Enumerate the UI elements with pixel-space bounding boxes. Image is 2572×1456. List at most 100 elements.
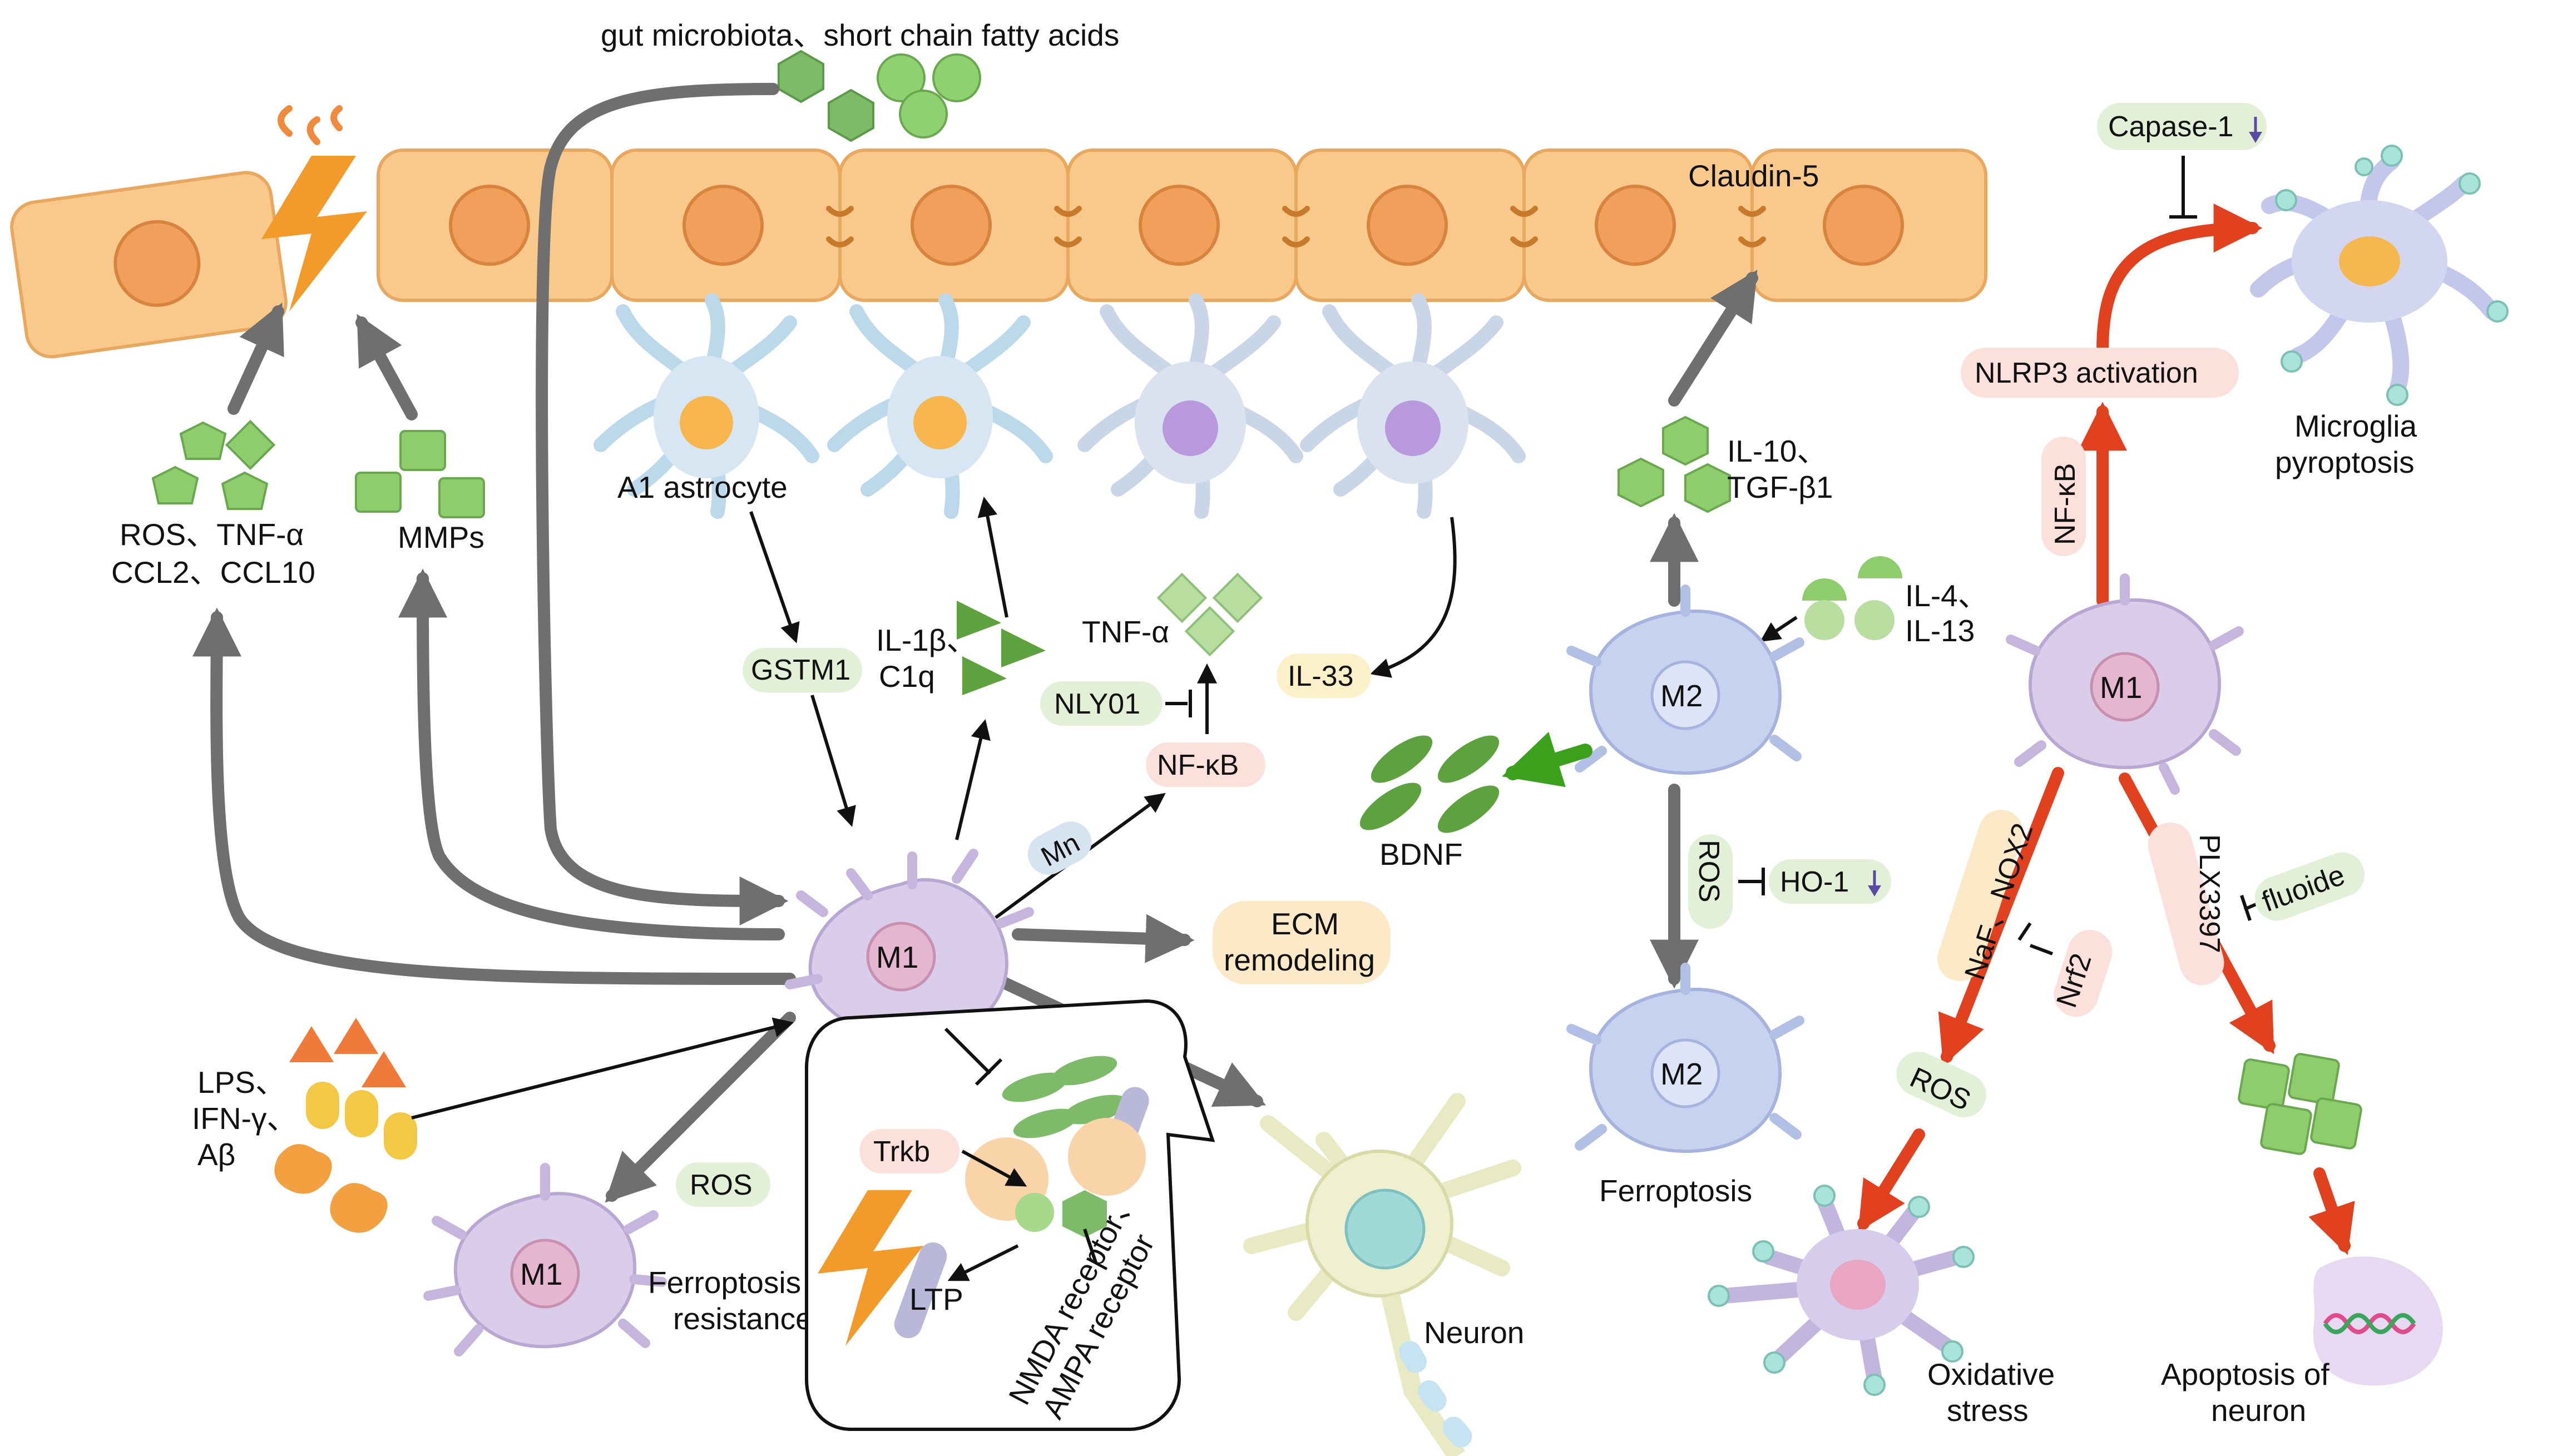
lps-to-m1-arrow — [411, 1017, 794, 1120]
nly01-label: NLY01 — [1054, 688, 1140, 720]
cytokine-particles-left — [151, 419, 276, 510]
trkb-pill — [859, 1129, 959, 1173]
il4-label-2: IL-13 — [1905, 613, 1975, 648]
ros-vertical-label: ROS — [1693, 840, 1725, 903]
il33-pill — [1277, 653, 1371, 698]
il33-label: IL-33 — [1288, 660, 1354, 692]
nly01-pill — [1040, 681, 1163, 726]
apoptosis-label-1: Apoptosis of — [2161, 1357, 2329, 1391]
grey-pathway-arrows — [192, 83, 1266, 1203]
lps-label-2: IFN-γ、 — [192, 1101, 297, 1136]
endothelial-cell — [1066, 148, 1298, 302]
m1-to-ros-right-arrow — [1938, 767, 2064, 1066]
nrf2-inhibition-mark — [2017, 922, 2054, 955]
nly01-inhibition-mark — [1165, 690, 1192, 717]
apoptosis-label-2: neuron — [2211, 1393, 2306, 1428]
ecm-label-2: remodeling — [1224, 943, 1375, 977]
down-arrow-icon — [2249, 117, 2262, 143]
astrocyte-to-gstm1-arrow — [749, 511, 800, 643]
plx3397-pill — [2148, 822, 2224, 985]
lightning-icon — [818, 1190, 923, 1346]
oxidative-label-2: stress — [1947, 1393, 2029, 1428]
bdnf-label: BDNF — [1379, 837, 1463, 871]
down-arrow-icon — [1868, 870, 1881, 897]
capase1-label: Capase-1 — [2108, 111, 2233, 143]
endothelial-cell — [377, 148, 614, 302]
astrocyte-cell — [827, 293, 1053, 519]
gut-microbiota-particles — [778, 49, 981, 142]
astrocyte-cell — [593, 293, 819, 519]
microglia-pyroptosis-label-1: Microglia — [2294, 409, 2417, 443]
bdnf-particles — [1359, 735, 1500, 833]
naf-nox2-pill — [1937, 809, 2024, 982]
c1q-label: C1q — [879, 659, 935, 694]
endothelial-cell — [1750, 148, 1987, 302]
mmps-label: MMPs — [398, 520, 484, 554]
tnfa-center-label: TNF-α — [1082, 615, 1169, 649]
m1-to-il1b-arrow — [955, 719, 991, 840]
m2-microglia-top — [1566, 585, 1804, 775]
receptor-to-ltp-arrow — [947, 1244, 1019, 1281]
lightning-icon — [261, 156, 367, 311]
lps-label-3: Aβ — [197, 1137, 235, 1172]
neuron-label: Neuron — [1424, 1315, 1524, 1350]
lps-particles — [274, 1018, 417, 1233]
damaged-endothelial-cell — [10, 171, 288, 359]
astrocyte-cell — [1300, 293, 1526, 519]
endothelial-cell — [610, 148, 842, 302]
m2-to-bdnf-arrow — [1502, 731, 1592, 788]
il10-label-2: TGF-β1 — [1727, 470, 1833, 504]
pyroptotic-microglia — [2250, 145, 2509, 406]
m1-right-label: M1 — [2100, 670, 2142, 705]
gstm1-to-m1-arrow — [810, 695, 856, 827]
damage-marks-icon — [278, 105, 343, 145]
lps-label-1: LPS、 — [197, 1065, 286, 1100]
nfkb-center-pill — [1146, 742, 1265, 787]
endothelial-layer — [10, 148, 1987, 359]
m2-microglia-bottom — [1566, 963, 1804, 1153]
ho1-pill — [1769, 859, 1891, 904]
oxidative-stress-microglia — [1708, 1185, 1975, 1396]
capase1-inhibition-mark — [2169, 156, 2197, 219]
gstm1-label: GSTM1 — [751, 654, 850, 686]
m2-bottom-label: M2 — [1660, 1057, 1703, 1091]
ros-vertical-pill — [1688, 834, 1733, 929]
m2-top-label: M2 — [1660, 679, 1703, 713]
nlrp3-label: NLRP3 activation — [1975, 357, 2198, 389]
ros-bottom-label: ROS — [690, 1169, 753, 1201]
ros-right-pill — [1896, 1051, 1986, 1118]
astrocyte-cell — [1077, 293, 1303, 519]
astrocyte-to-il33-arrow — [1370, 517, 1457, 678]
neuron-cell — [1243, 1093, 1521, 1456]
nlrp3-to-pyroptosis-arrow — [2096, 204, 2263, 356]
receptor-particles — [1002, 1056, 1129, 1138]
il4-to-m2-arrow — [1760, 616, 1798, 642]
tight-junctions — [826, 206, 1766, 247]
microglia-pyroptosis-label-2: pyroptosis — [2275, 445, 2415, 479]
endothelial-cell — [1294, 148, 1526, 302]
ferro-resist-label-1: Ferroptosis — [648, 1265, 801, 1300]
gstm1-pill — [743, 648, 862, 692]
gut-microbiota-label: gut microbiota、short chain fatty acids — [601, 18, 1119, 52]
trkb-label: Trkb — [873, 1136, 930, 1168]
m1-microglia-ferro-resistant — [423, 1163, 667, 1356]
mmps-particles — [355, 430, 485, 518]
ltp-label: LTP — [909, 1282, 963, 1316]
il10-particles — [1618, 415, 1731, 513]
capase1-pill — [2097, 103, 2267, 150]
m1-center-label: M1 — [876, 940, 918, 974]
ecm-label-1: ECM — [1271, 907, 1339, 941]
ferro-resist-label-2: resistance — [673, 1301, 813, 1336]
il4-particles — [1802, 556, 1902, 640]
nfkb-center-label: NF-κB — [1157, 749, 1239, 781]
mn-pill — [1027, 821, 1092, 875]
ho1-label: HO-1 — [1780, 866, 1849, 898]
ros-to-oxidative-arrow — [1857, 1128, 1925, 1232]
endothelial-cell — [838, 148, 1070, 302]
nrf2-pill — [2054, 929, 2113, 1017]
endothelial-cell — [1522, 148, 1754, 302]
ferroptosis-right-label: Ferroptosis — [1599, 1173, 1752, 1208]
fluoide-pill — [2254, 852, 2365, 921]
trkb-arrow — [961, 1150, 1027, 1187]
nlrp3-pill — [1961, 348, 2239, 398]
